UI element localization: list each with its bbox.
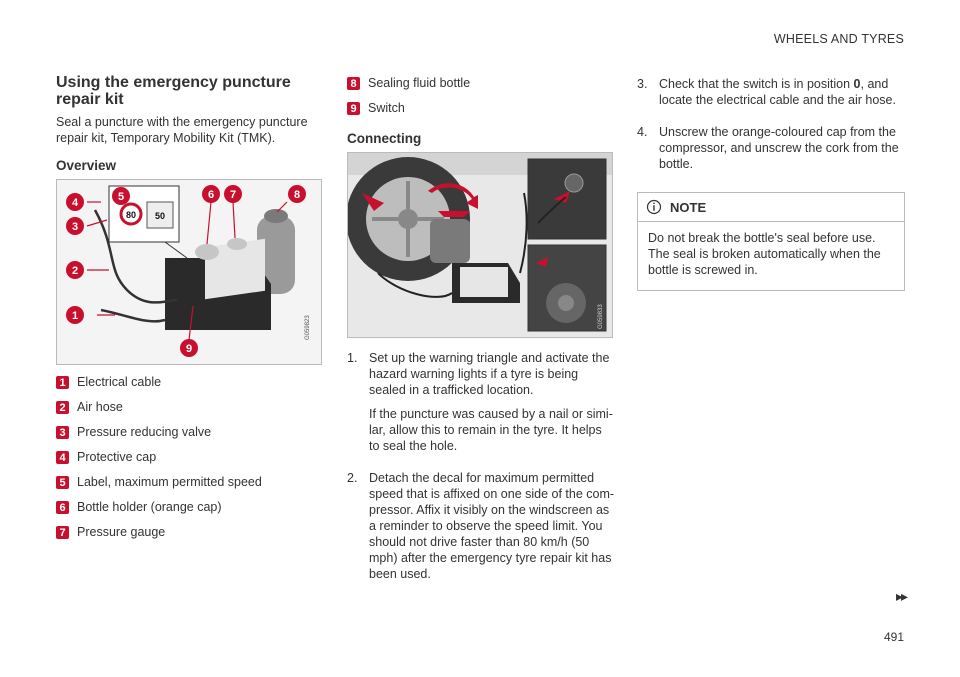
page-number: 491 bbox=[883, 630, 904, 644]
callout-9: 9 bbox=[186, 343, 192, 355]
middle-column: 8 Sealing fluid bottle 9 Switch Connecting bbox=[347, 76, 615, 598]
note-body: Do not break the bottle's seal before us… bbox=[648, 231, 881, 277]
callout-6: 6 bbox=[208, 189, 214, 201]
step-number: 2. bbox=[347, 471, 358, 485]
step-item: 1. Set up the warning triangle and activ… bbox=[347, 350, 615, 462]
legend-text: Label, maximum permitted speed bbox=[77, 475, 262, 489]
intro-text: Seal a puncture with the emergency punct… bbox=[56, 115, 308, 145]
callout-8: 8 bbox=[294, 189, 300, 201]
legend-text: Electrical cable bbox=[77, 375, 162, 389]
legend-item: 8 Sealing fluid bottle bbox=[347, 76, 615, 90]
connecting-figure: G059833 bbox=[347, 152, 613, 338]
legend-item: 2 Air hose bbox=[56, 400, 322, 414]
legend-badge: 2 bbox=[56, 401, 69, 414]
legend-text: Pressure gauge bbox=[77, 525, 166, 539]
legend-item: 3 Pressure reducing valve bbox=[56, 425, 322, 439]
steps-list-right: 3. Check that the switch is in position … bbox=[637, 76, 905, 180]
page-title: Using the emergency puncture repair kit bbox=[56, 74, 291, 108]
step-text: Unscrew the orange-coloured cap from the… bbox=[659, 125, 899, 171]
left-column: Using the emergency puncture repair kit … bbox=[56, 74, 322, 550]
legend-text: Switch bbox=[368, 101, 405, 115]
legend-badge: 5 bbox=[56, 476, 69, 489]
legend-text: Protective cap bbox=[77, 450, 157, 464]
legend-item: 4 Protective cap bbox=[56, 450, 322, 464]
step-extra-text: If the puncture was caused by a nail or … bbox=[369, 407, 613, 453]
figure-code: G059823 bbox=[305, 315, 311, 340]
note-heading: NOTE bbox=[670, 199, 707, 215]
step-number: 1. bbox=[347, 351, 358, 365]
step-number: 3. bbox=[637, 77, 648, 91]
step-number: 4. bbox=[637, 125, 648, 139]
legend-badge: 7 bbox=[56, 526, 69, 539]
step-text-post: , and locate the electrical cable and th… bbox=[659, 77, 896, 107]
legend-badge: 4 bbox=[56, 451, 69, 464]
overview-heading: Overview bbox=[56, 158, 117, 173]
overview-figure: 80 50 1 2 3 4 5 6 7 bbox=[56, 179, 322, 365]
next-page-arrows-icon[interactable]: ▸▸ bbox=[895, 588, 908, 604]
section-header: WHEELS AND TYRES bbox=[773, 32, 904, 46]
connecting-illustration: G059833 bbox=[348, 153, 612, 337]
step-text: Check that the switch is in position 0, … bbox=[659, 76, 905, 108]
callout-5: 5 bbox=[118, 191, 124, 203]
step-item: 4. Unscrew the orange-coloured cap from … bbox=[637, 124, 905, 180]
legend-badge: 3 bbox=[56, 426, 69, 439]
legend-text: Pressure reducing valve bbox=[77, 425, 212, 439]
switch-position: 0 bbox=[853, 77, 861, 91]
callout-3: 3 bbox=[72, 221, 78, 233]
callout-4: 4 bbox=[72, 197, 79, 209]
legend-text: Sealing fluid bottle bbox=[368, 76, 471, 90]
connecting-heading: Connecting bbox=[347, 131, 422, 146]
note-box: NOTE Do not break the bottle's seal befo… bbox=[637, 192, 905, 291]
legend-badge: 1 bbox=[56, 376, 69, 389]
speed-label-b: 50 bbox=[155, 211, 165, 221]
callout-7: 7 bbox=[230, 189, 236, 201]
legend-list-left: 1 Electrical cable 2 Air hose 3 Pressure re… bbox=[56, 375, 322, 539]
callout-2: 2 bbox=[72, 265, 78, 277]
legend-item: 7 Pressure gauge bbox=[56, 525, 322, 539]
step-text: Detach the decal for maximum permitted s… bbox=[369, 471, 615, 581]
step-item: 3. Check that the switch is in position … bbox=[637, 76, 905, 116]
legend-item: 1 Electrical cable bbox=[56, 375, 322, 389]
callout-1: 1 bbox=[72, 310, 78, 322]
legend-badge: 6 bbox=[56, 501, 69, 514]
step-item: 2. Detach the decal for maximum permitte… bbox=[347, 470, 615, 590]
legend-text: Bottle holder (orange cap) bbox=[77, 500, 222, 514]
legend-item: 6 Bottle holder (orange cap) bbox=[56, 500, 322, 514]
repair-kit-illustration: 80 50 1 2 3 4 5 6 7 bbox=[57, 180, 321, 364]
right-column: 3. Check that the switch is in position … bbox=[637, 74, 905, 291]
note-header: NOTE bbox=[638, 193, 904, 222]
legend-item: 5 Label, maximum permitted speed bbox=[56, 475, 322, 489]
legend-badge: 8 bbox=[347, 77, 360, 90]
step-text: Set up the warning triangle and activate… bbox=[369, 351, 610, 397]
legend-badge: 9 bbox=[347, 102, 360, 115]
speed-label-a: 80 bbox=[126, 210, 136, 220]
legend-list-middle: 8 Sealing fluid bottle 9 Switch bbox=[347, 76, 615, 115]
figure-code: G059833 bbox=[598, 304, 604, 329]
legend-text: Air hose bbox=[77, 400, 123, 414]
steps-list-middle: 1. Set up the warning triangle and activ… bbox=[347, 350, 615, 590]
step-text-pre: Check that the switch is in position bbox=[659, 77, 854, 91]
legend-item: 9 Switch bbox=[347, 101, 615, 115]
info-icon bbox=[646, 199, 662, 215]
